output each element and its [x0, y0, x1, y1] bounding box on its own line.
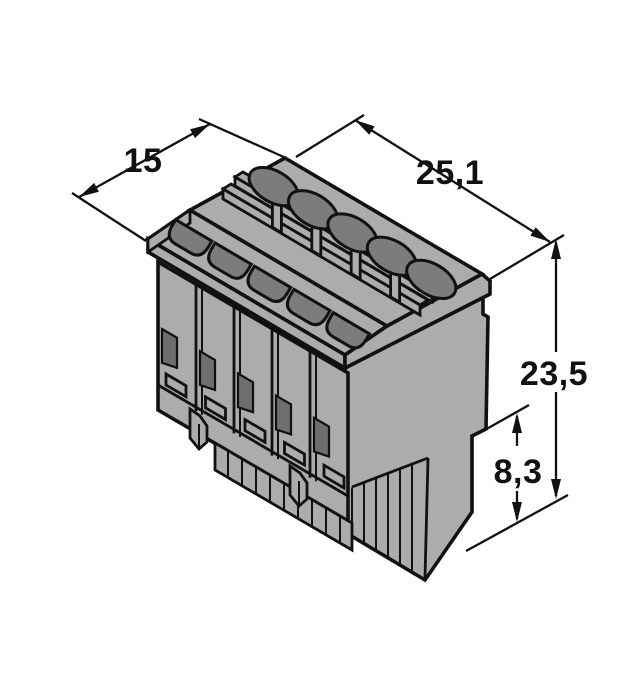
test-windows [164, 371, 346, 491]
screw-openings [167, 217, 372, 350]
dimension-step-height: 8,3 [465, 403, 569, 553]
dimension-label-width: 25,1 [416, 154, 484, 192]
dimension-depth: 15 [71, 117, 287, 242]
screw-opening [246, 264, 293, 303]
latch-foot [188, 406, 209, 452]
arrowhead [190, 124, 210, 139]
extension-line [482, 403, 530, 433]
dimension-line [78, 122, 211, 199]
screw-opening [167, 217, 214, 257]
latch-foot [288, 463, 309, 509]
extension-line [295, 114, 365, 158]
dimension-height: 23,5 [520, 239, 588, 499]
wire-entry-holes [247, 165, 458, 301]
contact-notches [160, 327, 331, 459]
wire-entry-hole [405, 258, 458, 301]
arrowhead [355, 120, 375, 135]
bottom-strip [213, 440, 354, 553]
dimension-label-height: 23,5 [520, 355, 588, 393]
arrowhead [530, 227, 550, 242]
arrowhead [79, 182, 99, 197]
arrowhead [512, 413, 522, 433]
arrowhead [551, 479, 561, 499]
dimension-label-depth: 15 [124, 142, 163, 180]
extension-line [465, 493, 569, 553]
bottom-strip-ticks [227, 450, 341, 543]
arrowhead [512, 502, 522, 522]
dimension-line [354, 119, 551, 243]
extension-line [71, 192, 147, 242]
arrowhead [551, 239, 561, 259]
connector-body [144, 155, 493, 583]
screw-opening [325, 310, 372, 350]
dimension-width: 25,1 [295, 114, 565, 280]
screw-opening [285, 287, 333, 327]
dimension-label-step-height: 8,3 [494, 453, 543, 491]
extension-line [489, 234, 565, 280]
extension-line [198, 117, 287, 160]
screw-opening [207, 240, 254, 280]
latch-feet [188, 406, 309, 509]
